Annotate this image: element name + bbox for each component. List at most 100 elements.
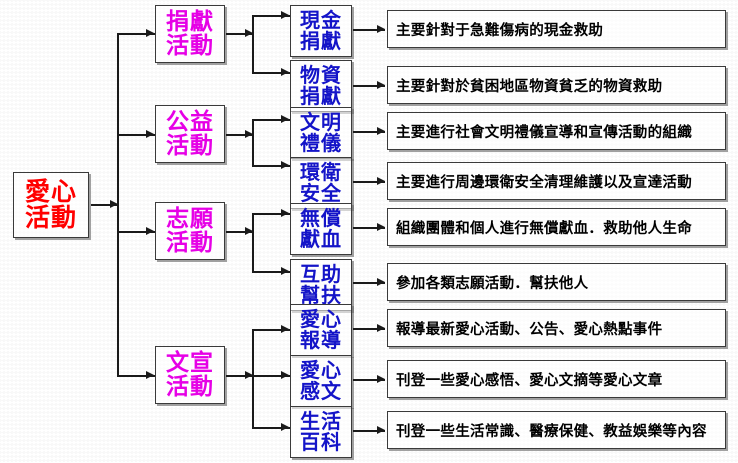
split-vertical-volunteer [252,213,254,271]
arrowhead-volunteer [146,227,154,235]
arrowhead-love-report-desc [377,324,385,332]
branch-public-welfare-line2: 活動 [166,133,214,159]
arrowhead-civility-desc [377,127,385,135]
arrowhead-love-essay-desc [377,375,385,383]
arrowhead-publicity-split [245,371,253,379]
leaf-love-report-line1: 愛心 [300,307,342,331]
trunk-vertical-line [117,33,119,375]
leaf-node-life-encyclopedia[interactable]: 生活 百科 [290,406,352,458]
description-civility: 主要進行社會文明禮儀宣導和宣傳活動的組織 [387,112,726,150]
branch-publicity-line2: 活動 [166,374,214,400]
leaf-sanitation-line2: 安全 [300,181,342,205]
leaf-node-civility[interactable]: 文明 禮儀 [290,107,352,159]
connector-to-mutual-aid [252,271,290,273]
connector-sanitation-desc [353,181,385,183]
connector-public-welfare-out [226,134,252,136]
arrowhead-root-trunk [110,200,118,208]
connector-love-essay-desc [353,379,385,381]
leaf-node-blood-donation[interactable]: 無償 獻血 [290,203,352,255]
leaf-love-essay-line2: 感文 [300,379,342,403]
leaf-node-mutual-aid[interactable]: 互助 幫扶 [290,259,352,311]
leaf-blood-donation-line1: 無償 [300,206,342,230]
leaf-cash-donation-line2: 捐獻 [300,29,342,53]
connector-root-to-trunk [91,204,117,206]
connector-to-blood-donation [252,213,290,215]
arrowhead-public-welfare-split [245,130,253,138]
arrowhead-mutual-aid [281,267,289,275]
leaf-mutual-aid-line2: 幫扶 [300,283,342,307]
leaf-love-report-line2: 報導 [300,328,342,352]
leaf-mutual-aid-line1: 互助 [300,262,342,286]
leaf-life-encyclopedia-line1: 生活 [300,409,342,433]
arrowhead-blood-donation-desc [377,223,385,231]
arrowhead-love-essay [281,371,289,379]
leaf-node-goods-donation[interactable]: 物資 捐獻 [290,60,352,112]
arrowhead-donation [146,29,154,37]
description-love-essay: 刊登一些愛心感悟、愛心文摘等愛心文章 [387,360,726,398]
branch-public-welfare-line1: 公益 [166,108,214,135]
branch-volunteer-line1: 志願 [166,205,214,232]
connector-to-goods-donation [252,72,290,74]
arrowhead-sanitation [281,161,289,169]
connector-trunk-to-publicity [117,375,155,377]
connector-to-cash-donation [252,15,290,17]
arrowhead-civility [281,115,289,123]
arrowhead-goods-donation-desc [377,81,385,89]
branch-volunteer-line2: 活動 [166,230,214,256]
connector-to-civility [252,119,290,121]
connector-volunteer-out [226,231,252,233]
connector-goods-donation-desc [353,85,385,87]
branch-node-public-welfare[interactable]: 公益 活動 [155,105,225,163]
root-node-line2: 活動 [24,203,77,232]
split-vertical-public-welfare [252,119,254,165]
branch-donation-line1: 捐獻 [166,8,214,35]
branch-node-donation[interactable]: 捐獻 活動 [155,5,225,63]
connector-cash-donation-desc [353,29,385,31]
leaf-civility-line2: 禮儀 [300,131,342,155]
branch-publicity-line1: 文宣 [166,349,214,376]
branch-node-publicity[interactable]: 文宣 活動 [155,346,225,404]
root-node-love-activity[interactable]: 愛心 活動 [13,172,89,238]
arrowhead-cash-donation-desc [377,25,385,33]
arrowhead-love-report [281,325,289,333]
connector-trunk-to-public-welfare [117,134,155,136]
leaf-node-sanitation[interactable]: 環衛 安全 [290,157,352,209]
leaf-goods-donation-line2: 捐獻 [300,84,342,108]
arrowhead-volunteer-split [245,227,253,235]
arrowhead-mutual-aid-desc [377,278,385,286]
connector-to-life-encyclopedia [252,427,290,429]
branch-donation-line2: 活動 [166,33,214,59]
leaf-life-encyclopedia-line2: 百科 [300,430,342,454]
branch-node-volunteer[interactable]: 志願 活動 [155,202,225,260]
description-mutual-aid: 參加各類志願活動．幫扶他人 [387,263,726,301]
arrowhead-life-encyclopedia [281,423,289,431]
arrowhead-public-welfare [146,130,154,138]
leaf-civility-line1: 文明 [300,110,342,134]
connector-mutual-aid-desc [353,282,385,284]
description-sanitation: 主要進行周邊環衛安全清理維護以及宣達活動 [387,162,726,200]
arrowhead-life-encyclopedia-desc [377,426,385,434]
arrowhead-blood-donation [281,209,289,217]
arrowhead-cash-donation [281,11,289,19]
root-node-line1: 愛心 [24,176,77,206]
description-life-encyclopedia: 刊登一些生活常識、醫療保健、教益娛樂等內容 [387,411,726,449]
connector-love-report-desc [353,328,385,330]
connector-to-sanitation [252,165,290,167]
connector-civility-desc [353,131,385,133]
description-blood-donation: 組織團體和個人進行無償獻血．救助他人生命 [387,208,726,246]
connector-trunk-to-volunteer [117,231,155,233]
leaf-sanitation-line1: 環衛 [300,160,342,184]
leaf-love-essay-line1: 愛心 [300,358,342,382]
description-love-report: 報導最新愛心活動、公告、愛心熱點事件 [387,309,726,347]
leaf-node-love-report[interactable]: 愛心 報導 [290,304,352,356]
leaf-blood-donation-line2: 獻血 [300,227,342,251]
arrowhead-donation-split [245,29,253,37]
arrowhead-goods-donation [281,68,289,76]
connector-trunk-to-donation [117,33,155,35]
split-vertical-donation [252,15,254,72]
leaf-node-cash-donation[interactable]: 現金 捐獻 [290,5,352,57]
description-cash-donation: 主要針對于急難傷病的現金救助 [387,10,726,48]
connector-publicity-out [226,375,252,377]
leaf-node-love-essay[interactable]: 愛心 感文 [290,355,352,407]
